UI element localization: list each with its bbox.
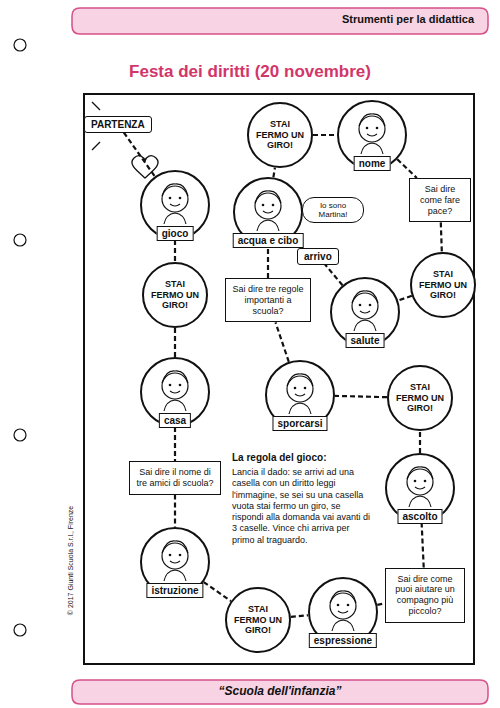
picture-square: nome xyxy=(337,100,407,170)
right-label: salute xyxy=(346,333,385,348)
stop-square: STAI FERMO UN GIRO! xyxy=(410,252,476,318)
dashed-path xyxy=(397,159,417,178)
stop-square: STAI FERMO UN GIRO! xyxy=(247,102,313,168)
dashed-path xyxy=(124,133,155,177)
footer-band-text: “Scuola dell'infanzia” xyxy=(72,684,488,698)
dashed-path xyxy=(398,296,412,301)
node-text: STAI FERMO UN GIRO! xyxy=(395,382,445,413)
speech-bubble: Io sono Martina! xyxy=(302,197,364,223)
node-text: Sai dire il nome di tre amici di scuola? xyxy=(136,467,214,489)
picture-square: acqua e cibo xyxy=(233,177,303,247)
right-label: espressione xyxy=(309,633,377,648)
stop-square: STAI FERMO UN GIRO! xyxy=(142,262,208,328)
dashed-path xyxy=(419,431,421,453)
right-label: acqua e cibo xyxy=(233,233,304,248)
header-band-text: Strumenti per la didattica xyxy=(342,13,474,25)
picture-square: sporcarsi xyxy=(265,360,335,430)
dashed-path xyxy=(174,427,176,461)
right-label: istruzione xyxy=(146,583,203,598)
node-text: Io sono Martina! xyxy=(309,201,357,219)
flag-banner: arrivo xyxy=(297,248,339,265)
node-text: Sai dire tre regole importanti a scuola? xyxy=(232,284,304,316)
dashed-path xyxy=(325,265,342,286)
question-box: Sai dire come puoi aiutare un compagno p… xyxy=(385,568,465,623)
dashed-path xyxy=(267,247,269,278)
question-box: Sai dire tre regole importanti a scuola? xyxy=(225,278,311,322)
dashed-path xyxy=(275,322,288,361)
node-text: arrivo xyxy=(304,251,332,262)
node-text: STAI FERMO UN GIRO! xyxy=(233,604,283,635)
dashed-path xyxy=(441,222,442,252)
right-label: casa xyxy=(159,413,191,428)
rules-heading: La regola del gioco: xyxy=(232,452,326,463)
dashed-path xyxy=(174,240,176,262)
right-label: sporcarsi xyxy=(272,416,327,431)
question-box: Sai dire come fare pace? xyxy=(409,178,471,222)
right-label: nome xyxy=(354,156,391,171)
right-label: gioco xyxy=(157,226,194,241)
dashed-path xyxy=(204,582,231,601)
copyright-note: © 2017 Giunti Scuola S.r.l., Firenze xyxy=(67,505,74,614)
rules-text: Lancia il dado: se arrivi ad una casella… xyxy=(232,467,374,546)
dashed-path xyxy=(273,168,275,178)
picture-square: espressione xyxy=(308,577,378,647)
picture-square: istruzione xyxy=(140,527,210,597)
picture-square: ascolto xyxy=(385,453,455,523)
node-text: STAI FERMO UN GIRO! xyxy=(255,119,305,150)
dashed-path xyxy=(335,396,387,397)
picture-square: salute xyxy=(330,277,400,347)
node-text: Sai dire come fare pace? xyxy=(416,184,464,216)
dashed-path xyxy=(313,134,337,136)
dashed-path xyxy=(377,603,385,605)
picture-square: casa xyxy=(140,357,210,427)
node-text: PARTENZA xyxy=(91,119,145,130)
picture-square: gioco xyxy=(140,170,210,240)
dashed-path xyxy=(422,523,424,568)
question-box: Sai dire il nome di tre amici di scuola? xyxy=(129,461,221,495)
node-text: Sai dire come puoi aiutare un compagno p… xyxy=(392,574,458,617)
right-label: ascolto xyxy=(397,509,442,524)
page-title: Festa dei diritti (20 novembre) xyxy=(0,62,500,82)
node-text: STAI FERMO UN GIRO! xyxy=(150,279,200,310)
stop-square: STAI FERMO UN GIRO! xyxy=(387,365,453,431)
stop-square: STAI FERMO UN GIRO! xyxy=(225,587,291,653)
dashed-path xyxy=(174,328,176,357)
flag-banner: PARTENZA xyxy=(84,116,152,133)
dashed-path xyxy=(174,495,176,527)
dashed-path xyxy=(291,615,308,617)
node-text: STAI FERMO UN GIRO! xyxy=(418,269,468,300)
